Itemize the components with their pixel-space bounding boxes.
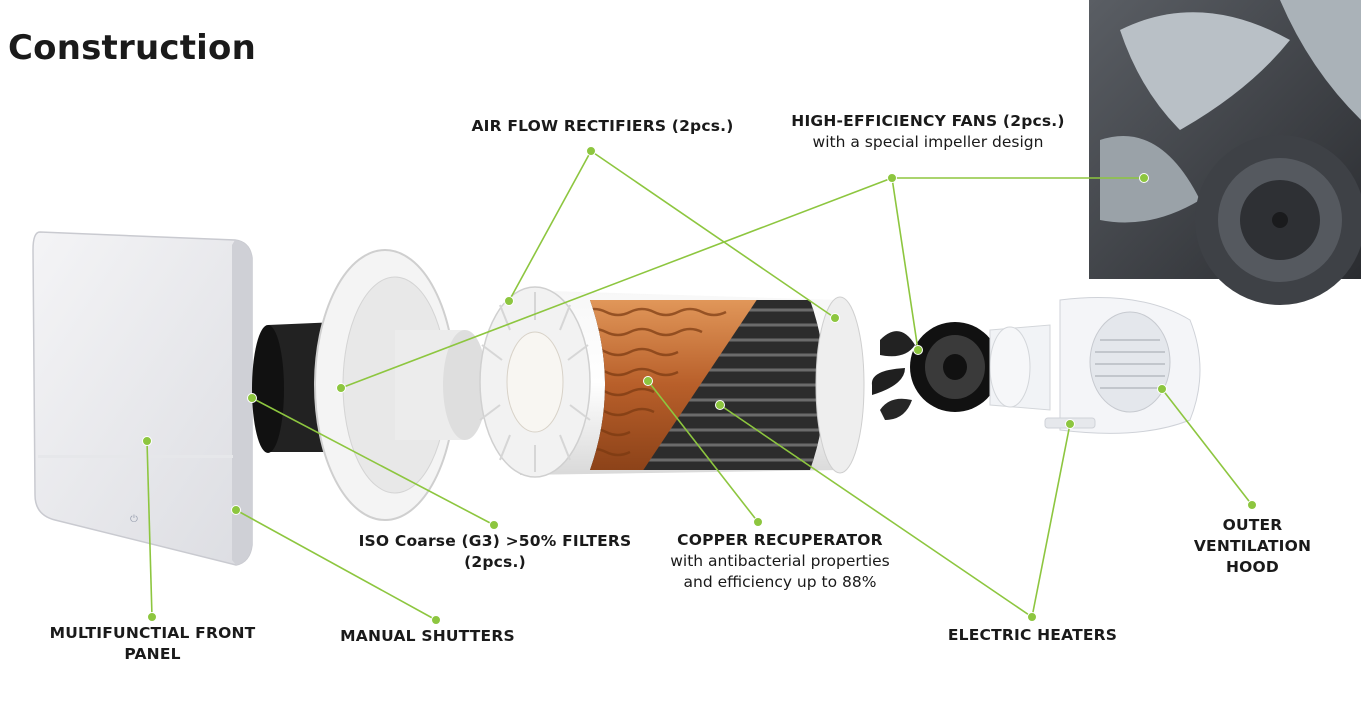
- label-head: HIGH-EFFICIENCY FANS (2pcs.): [770, 111, 1086, 132]
- label-copper-recuperator: COPPER RECUPERATOR with antibacterial pr…: [660, 530, 900, 593]
- impeller-photo: [1089, 0, 1361, 305]
- label-air-flow-rectifiers: AIR FLOW RECTIFIERS (2pcs.): [445, 116, 760, 137]
- hood-illustration: [990, 298, 1200, 434]
- label-head: ISO Coarse (G3) >50% FILTERS (2pcs.): [345, 531, 645, 573]
- label-high-efficiency-fans: HIGH-EFFICIENCY FANS (2pcs.) with a spec…: [770, 111, 1086, 153]
- label-head: MULTIFUNCTIAL FRONT PANEL: [30, 623, 275, 665]
- label-multifunctional-front-panel: MULTIFUNCTIAL FRONT PANEL: [30, 623, 275, 665]
- front-panel-illustration: ⏻: [33, 232, 252, 565]
- page-title: Construction: [8, 28, 256, 68]
- label-sub: with a special impeller design: [770, 132, 1086, 153]
- label-head: ELECTRIC HEATERS: [925, 625, 1140, 646]
- recuperator-illustration: [480, 287, 864, 477]
- label-head: MANUAL SHUTTERS: [320, 626, 535, 647]
- label-manual-shutters: MANUAL SHUTTERS: [320, 626, 535, 647]
- label-sub: with antibacterial properties and effici…: [660, 551, 900, 593]
- label-head: OUTER VENTILATION HOOD: [1180, 515, 1325, 578]
- label-electric-heaters: ELECTRIC HEATERS: [925, 625, 1140, 646]
- svg-text:⏻: ⏻: [130, 514, 138, 525]
- label-outer-ventilation-hood: OUTER VENTILATION HOOD: [1180, 515, 1325, 578]
- label-head: AIR FLOW RECTIFIERS (2pcs.): [445, 116, 760, 137]
- label-iso-filters: ISO Coarse (G3) >50% FILTERS (2pcs.): [345, 531, 645, 573]
- fan-illustration: [872, 322, 1000, 420]
- label-head: COPPER RECUPERATOR: [660, 530, 900, 551]
